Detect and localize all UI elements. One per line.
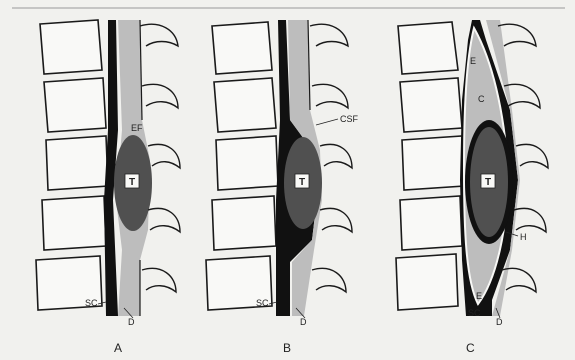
tumor-label: T [129, 177, 135, 188]
vertebra [400, 196, 462, 250]
panel-label-c: C [466, 341, 475, 355]
label-ef: EF [131, 123, 143, 133]
vertebra [400, 78, 462, 132]
tumor-label: T [485, 177, 491, 188]
panel-c: T E C H E SC D C [396, 20, 548, 355]
spinous-process [312, 268, 346, 292]
label-e-bottom: E [476, 291, 482, 301]
label-d: D [300, 317, 307, 327]
spinous-process [140, 24, 178, 46]
spinous-process [142, 268, 176, 292]
vertebra [212, 196, 276, 250]
spinous-process [320, 208, 352, 232]
panel-a: T EF SC D A [36, 20, 180, 355]
vertebra [40, 20, 102, 74]
label-sc: SC [85, 298, 98, 308]
panel-label-b: B [283, 341, 291, 355]
vertebra [398, 22, 458, 74]
spinous-process [312, 84, 348, 108]
vertebra [402, 136, 464, 190]
vertebra [396, 254, 458, 310]
label-d: D [496, 317, 503, 327]
label-e-top: E [470, 56, 476, 66]
label-sc: SC [468, 308, 481, 318]
vertebra [214, 78, 276, 132]
spinous-process [516, 144, 548, 168]
spinous-process [514, 208, 546, 232]
label-d: D [128, 317, 135, 327]
label-h: H [520, 232, 527, 242]
vertebra [42, 196, 106, 250]
spinous-process [148, 144, 180, 168]
tumor-label: T [299, 177, 305, 188]
spinous-process [148, 208, 180, 232]
label-c: C [478, 94, 485, 104]
spinous-process [310, 24, 348, 46]
panel-label-a: A [114, 341, 122, 355]
vertebra [212, 22, 272, 74]
spinous-process [142, 84, 178, 108]
spinous-process [320, 144, 352, 168]
spinous-process [498, 24, 536, 46]
vertebra [44, 78, 106, 132]
panel-b: T CSF SC D B [206, 20, 359, 355]
vertebra [216, 136, 278, 190]
vertebra [46, 136, 108, 190]
label-sc: SC [256, 298, 269, 308]
label-csf: CSF [340, 114, 359, 124]
